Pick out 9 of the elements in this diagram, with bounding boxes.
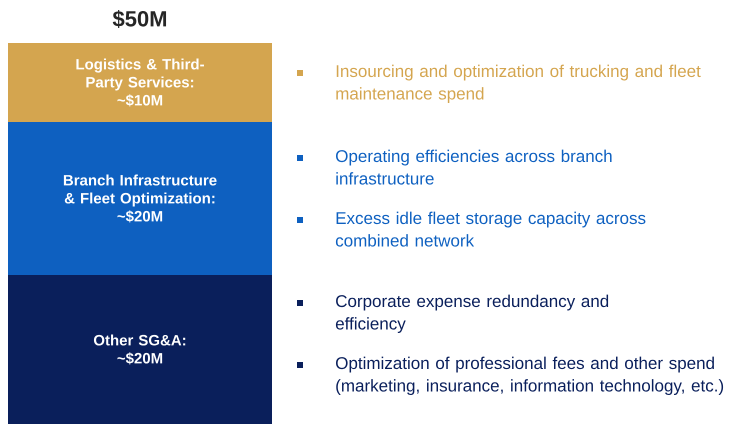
- bullet-text: Excess idle fleet storage capacity across combined network: [336, 212, 646, 247]
- stack-segment: Branch Infrastructure & Fleet Optimization: ~$20M: [8, 122, 272, 275]
- chart-title: $50M: [112, 10, 166, 28]
- bullet-text: Corporate expense redundancy and efficiency: [336, 294, 608, 333]
- stack-segment: Other SG&A: ~$20M: [8, 275, 272, 424]
- bullet-text: Optimization of professional fees and other spend (marketing, insurance, information technology, etc.): [336, 356, 724, 395]
- bullet-text: Insourcing and optimization of trucking and fleet maintenance spend: [336, 64, 701, 103]
- bullet-text: Operating efficiencies across branch infrastructure: [336, 150, 612, 185]
- stack-segment: Logistics & Third-Party Services: ~$10M: [8, 43, 272, 122]
